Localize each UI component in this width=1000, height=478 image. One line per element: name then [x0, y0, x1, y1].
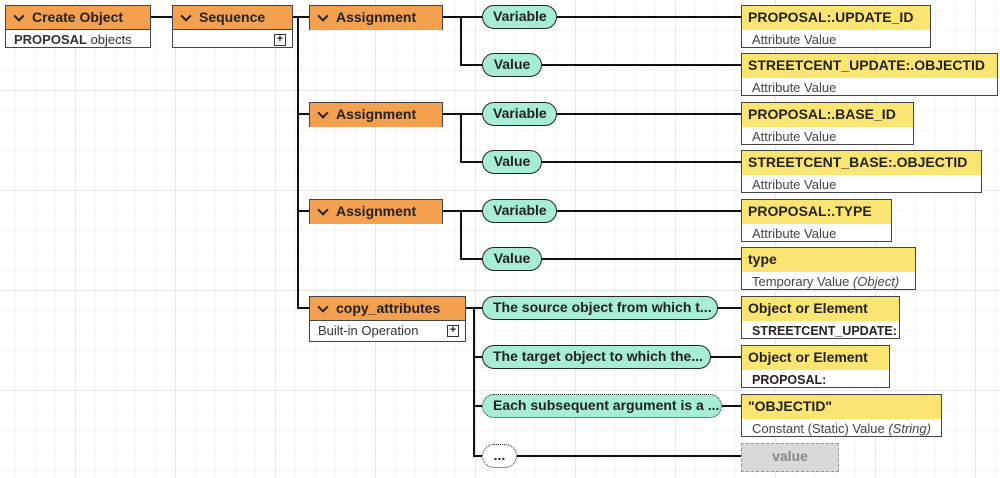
assignment-title: Assignment [336, 106, 417, 122]
value-box-subtitle: Attribute Value [752, 226, 837, 241]
sequence-block[interactable]: Sequence + [172, 5, 293, 48]
target-object-box[interactable]: Object or Element PROPOSAL: [741, 345, 890, 388]
sequence-title: Sequence [199, 9, 266, 25]
value-box-title: type [742, 248, 915, 272]
value-box-title: PROPOSAL:.UPDATE_ID [742, 6, 930, 30]
value-box-subtitle: Constant (Static) Value (String) [742, 419, 941, 440]
chevron-down-icon[interactable] [13, 10, 25, 22]
assignment-block[interactable]: Assignment [309, 5, 443, 30]
value-box-subtitle: Temporary Value (Object) [742, 272, 915, 293]
chevron-down-icon[interactable] [317, 10, 329, 22]
expand-plus-icon[interactable]: + [447, 325, 459, 337]
copy-attributes-subtitle: Built-in Operation + [310, 321, 465, 342]
assignment-block[interactable]: Assignment [309, 199, 443, 224]
value-box-subtitle: Attribute Value [752, 32, 837, 47]
value-box-subtitle-text: Constant (Static) Value [752, 421, 889, 436]
value-box-type: (String) [888, 421, 931, 436]
chevron-down-icon[interactable] [317, 204, 329, 216]
variable-pill[interactable]: Variable [482, 5, 557, 29]
chevron-down-icon[interactable] [180, 10, 192, 22]
assignment-header[interactable]: Assignment [310, 200, 442, 224]
value-placeholder-slot[interactable]: value [741, 443, 839, 472]
value-box-title: "OBJECTID" [742, 395, 941, 419]
value-pill[interactable]: Value [482, 150, 542, 174]
assignment-title: Assignment [336, 9, 417, 25]
variable-pill[interactable]: Variable [482, 199, 557, 223]
value-box-subtitle: Attribute Value [752, 129, 837, 144]
target-object-arg-pill[interactable]: The target object to which the... [482, 345, 711, 369]
assignment-block[interactable]: Assignment [309, 102, 443, 127]
copy-attributes-title: copy_attributes [336, 300, 441, 316]
value-box-subtitle: PROPOSAL: [752, 373, 827, 387]
copy-attributes-subtitle-text: Built-in Operation [318, 323, 419, 338]
assignment-header[interactable]: Assignment [310, 103, 442, 127]
source-object-arg-pill[interactable]: The source object from which t... [482, 296, 718, 320]
create-object-subtitle-rest: objects [86, 32, 132, 47]
assignment-header[interactable]: Assignment [310, 6, 442, 30]
value-box-title: PROPOSAL:.BASE_ID [742, 103, 913, 127]
value-box-subtitle-text: Temporary Value [752, 274, 853, 289]
copy-attributes-header[interactable]: copy_attributes [310, 297, 465, 321]
value-box-title: PROPOSAL:.TYPE [742, 200, 891, 224]
sequence-header[interactable]: Sequence [173, 6, 292, 30]
value-value-box[interactable]: STREETCENT_UPDATE:.OBJECTID Attribute Va… [741, 53, 998, 96]
chevron-down-icon[interactable] [317, 301, 329, 313]
value-box-title: Object or Element [742, 297, 899, 321]
value-pill[interactable]: Value [482, 247, 542, 271]
value-box-title: STREETCENT_UPDATE:.OBJECTID [742, 54, 997, 78]
value-box-subtitle: STREETCENT_UPDATE: [752, 324, 897, 338]
create-object-subtitle: PROPOSAL objects [6, 30, 150, 51]
create-object-title: Create Object [32, 9, 124, 25]
variable-value-box[interactable]: PROPOSAL:.BASE_ID Attribute Value [741, 102, 914, 145]
create-object-block[interactable]: Create Object PROPOSAL objects [5, 5, 151, 48]
value-pill[interactable]: Value [482, 53, 542, 77]
variable-pill[interactable]: Variable [482, 102, 557, 126]
assignment-title: Assignment [336, 203, 417, 219]
constant-value-box[interactable]: "OBJECTID" Constant (Static) Value (Stri… [741, 394, 942, 437]
subsequent-arg-pill[interactable]: Each subsequent argument is a ... [482, 394, 722, 418]
value-box-subtitle: Attribute Value [752, 80, 837, 95]
source-object-box[interactable]: Object or Element STREETCENT_UPDATE: [741, 296, 900, 339]
expand-plus-icon[interactable]: + [274, 34, 286, 46]
copy-attributes-block[interactable]: copy_attributes Built-in Operation + [309, 296, 466, 342]
value-box-subtitle: Attribute Value [752, 177, 837, 192]
value-box-title: STREETCENT_BASE:.OBJECTID [742, 151, 981, 175]
variable-value-box[interactable]: PROPOSAL:.TYPE Attribute Value [741, 199, 892, 242]
value-value-box[interactable]: type Temporary Value (Object) [741, 247, 916, 290]
chevron-down-icon[interactable] [317, 107, 329, 119]
value-box-type: (Object) [852, 274, 900, 289]
create-object-class-name: PROPOSAL [14, 32, 87, 47]
more-args-pill[interactable]: ... [482, 444, 517, 468]
value-value-box[interactable]: STREETCENT_BASE:.OBJECTID Attribute Valu… [741, 150, 982, 193]
create-object-header[interactable]: Create Object [6, 6, 150, 30]
value-box-title: Object or Element [742, 346, 889, 370]
variable-value-box[interactable]: PROPOSAL:.UPDATE_ID Attribute Value [741, 5, 931, 48]
sequence-body: + [173, 30, 292, 51]
